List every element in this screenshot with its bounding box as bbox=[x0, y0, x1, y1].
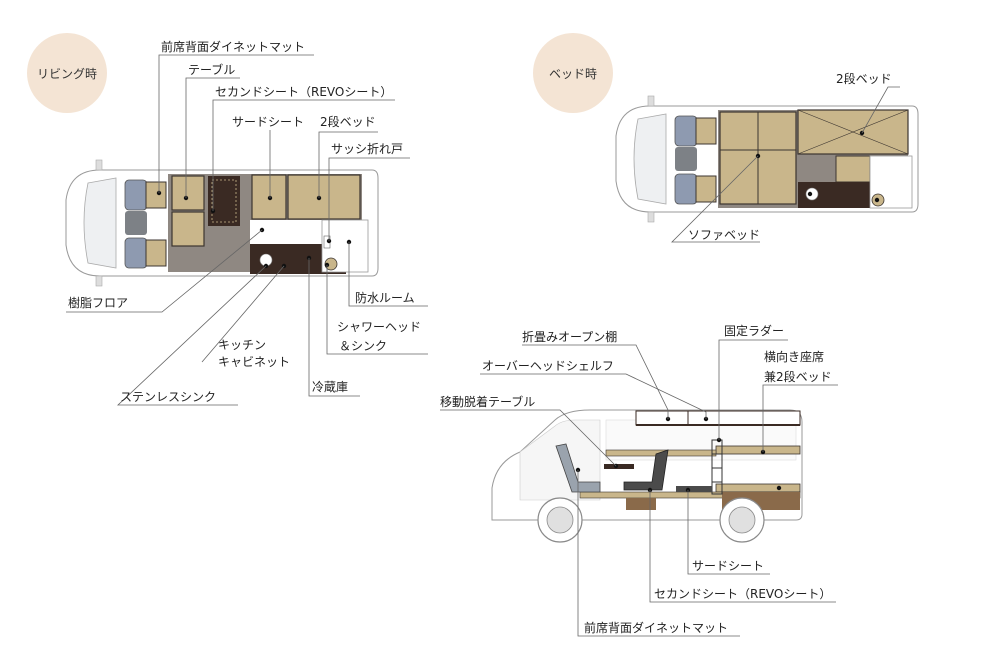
label-side-seat-line2: 兼2段ベッド bbox=[764, 369, 832, 384]
label-cabinet: キャビネット bbox=[218, 355, 290, 369]
label-third-seat-living: サードシート bbox=[232, 115, 304, 129]
label-stainless-sink: ステンレスシンク bbox=[120, 390, 216, 404]
side-labels: 折畳みオープン棚 オーバーヘッドシェルフ 移動脱着テーブル 固定ラダー 横向き座… bbox=[440, 323, 832, 635]
bed-leader-lines bbox=[671, 86, 900, 243]
label-shower-head: シャワーヘッド bbox=[337, 320, 421, 334]
label-table: テーブル bbox=[188, 62, 235, 77]
bed-floorplan bbox=[615, 95, 919, 223]
label-and-sink: ＆シンク bbox=[339, 339, 387, 353]
bed-mode-badge-text: ベッド時 bbox=[549, 67, 597, 81]
label-bunk-bed-bed: 2段ベッド bbox=[836, 71, 892, 86]
label-third-seat-side: サードシート bbox=[692, 559, 764, 573]
label-folding-shelf: 折畳みオープン棚 bbox=[522, 329, 617, 344]
side-leader-lines bbox=[440, 339, 838, 637]
living-mode-badge-text: リビング時 bbox=[37, 67, 97, 81]
label-front-mat-living: 前席背面ダイネットマット bbox=[161, 39, 305, 54]
label-second-seat-side: セカンドシート（REVOシート） bbox=[654, 587, 831, 601]
label-second-seat-living: セカンドシート（REVOシート） bbox=[215, 85, 392, 99]
label-front-mat-side: 前席背面ダイネットマット bbox=[584, 620, 728, 635]
bed-mode-badge: ベッド時 bbox=[533, 33, 613, 113]
bed-labels: 2段ベッド ソファベッド bbox=[688, 71, 892, 242]
living-labels: 前席背面ダイネットマット テーブル セカンドシート（REVOシート） サードシー… bbox=[68, 39, 421, 404]
label-sash-door: サッシ折れ戸 bbox=[331, 141, 403, 156]
label-resin-floor: 樹脂フロア bbox=[68, 295, 128, 310]
label-side-seat-line1: 横向き座席 bbox=[764, 349, 824, 364]
label-sofa-bed: ソファベッド bbox=[688, 228, 760, 242]
living-mode-badge: リビング時 bbox=[27, 33, 107, 113]
label-fixed-ladder: 固定ラダー bbox=[724, 323, 784, 338]
label-overhead-shelf: オーバーヘッドシェルフ bbox=[482, 359, 614, 373]
label-fridge: 冷蔵庫 bbox=[312, 380, 348, 394]
label-bunk-bed-living: 2段ベッド bbox=[320, 114, 376, 129]
living-floorplan bbox=[65, 159, 379, 287]
label-kitchen: キッチン bbox=[218, 338, 266, 352]
label-waterproof-room: 防水ルーム bbox=[355, 290, 415, 305]
label-removable-table: 移動脱着テーブル bbox=[440, 394, 535, 409]
side-view bbox=[491, 409, 803, 543]
living-leader-lines bbox=[66, 54, 428, 406]
